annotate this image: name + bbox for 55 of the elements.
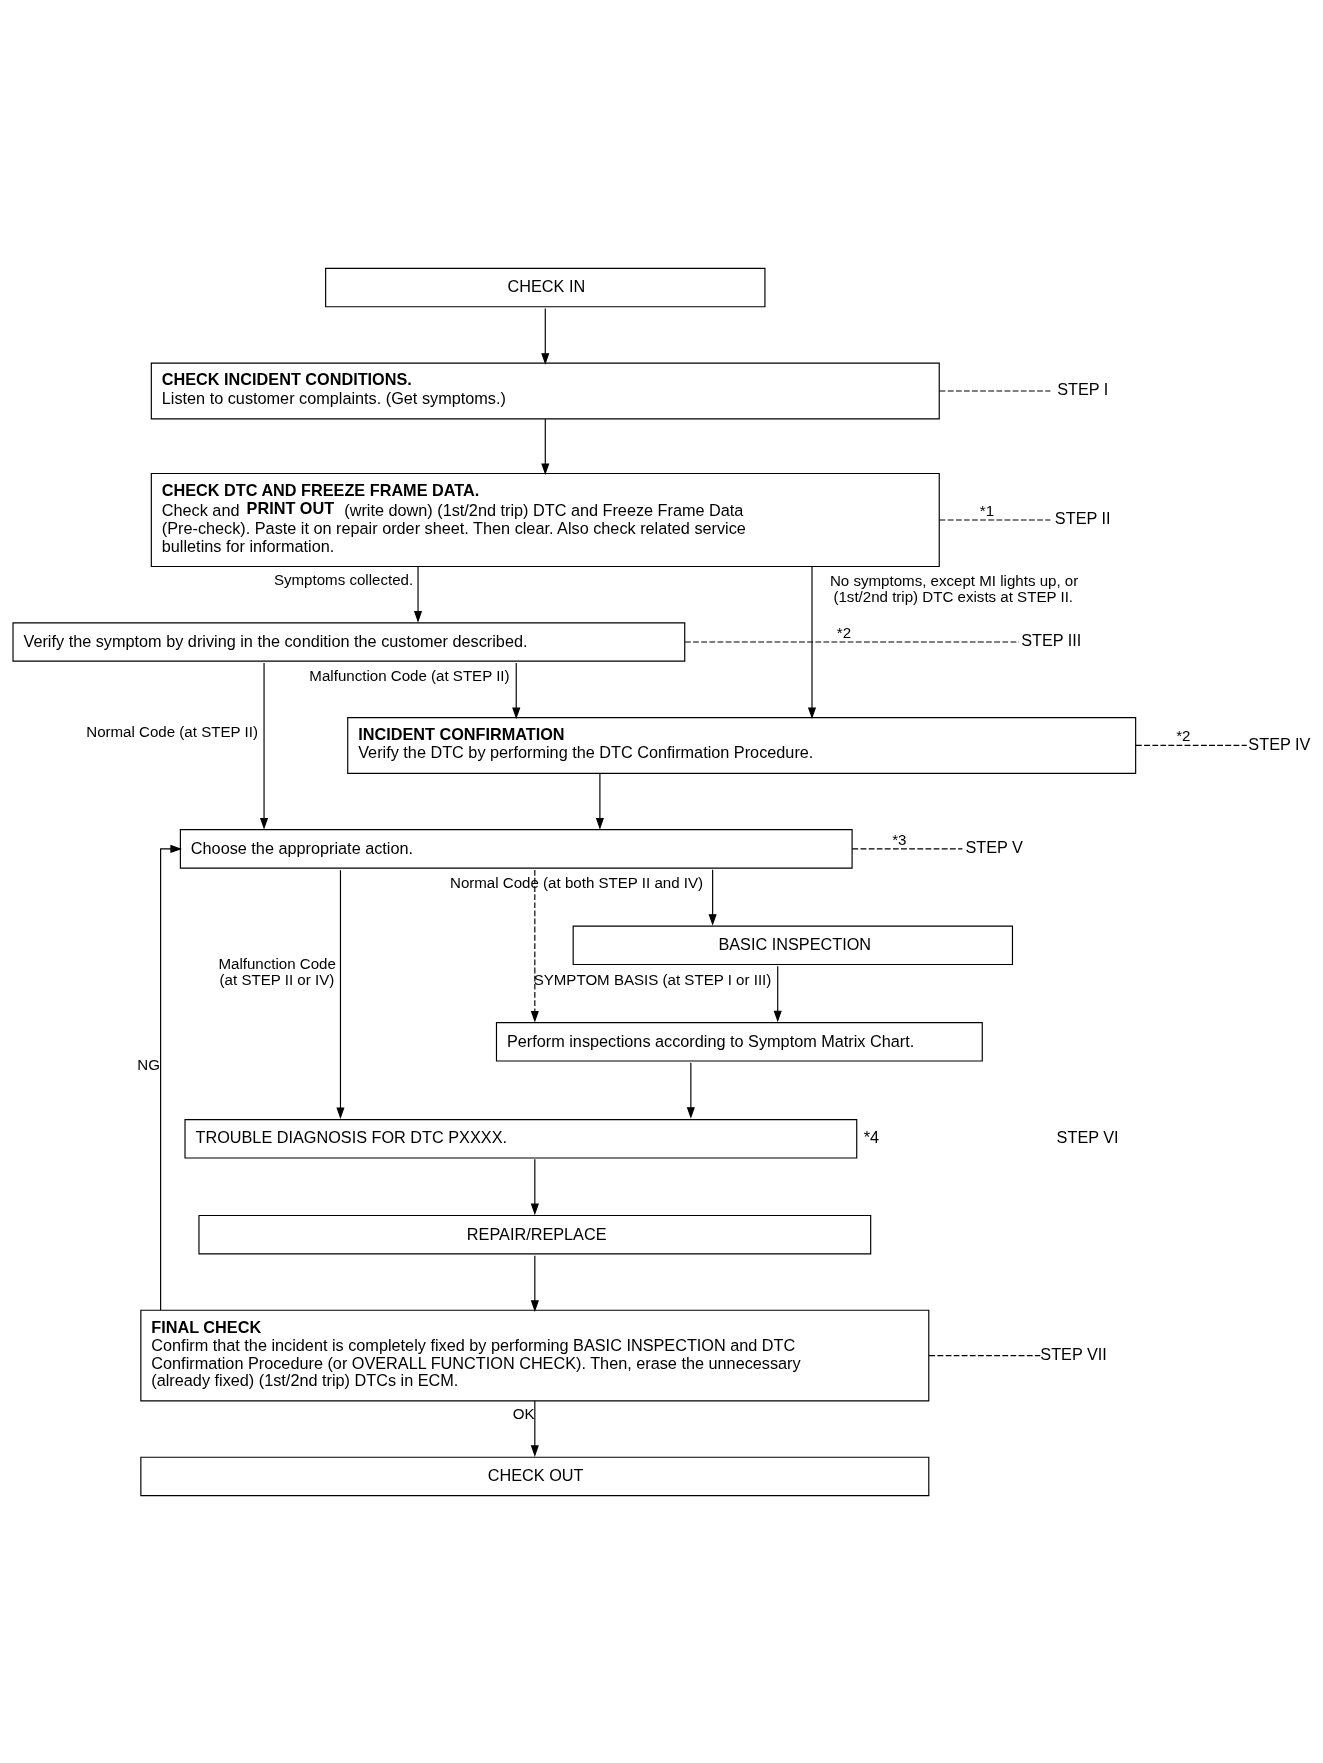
arrow: [708, 868, 717, 926]
arrow: [686, 1061, 695, 1119]
arrow: [160, 844, 182, 1311]
node-text: STEP I: [1057, 379, 1109, 398]
edge-label: OK: [512, 1404, 535, 1422]
arrow: [530, 1399, 539, 1457]
arrow: [260, 661, 269, 830]
edge-label: SYMPTOM BASIS (at STEP I or III): [533, 970, 772, 988]
node-text: STEP II: [1054, 508, 1111, 527]
node-box: FINAL CHECK Confirm that the incident is completely fixed by performing BASIC INSPECTION and DTC Confirmation Procedure (or OVERALL FUNCTION CHECK). Then, erase the unnecessary (already fixed) (1st/2nd trip) DTCs in ECM.: [140, 1309, 930, 1401]
connector: [1135, 744, 1248, 746]
arrow: [541, 417, 550, 475]
arrow: [530, 1254, 539, 1312]
node-box: Choose the appropriate action.: [179, 828, 853, 869]
edge-label: Symptoms collected.: [273, 570, 414, 588]
connector: [851, 847, 964, 849]
arrow: [541, 307, 550, 365]
node-text: STEP IV: [1248, 734, 1311, 753]
connector: [938, 389, 1051, 392]
node-box: TROUBLE DIAGNOSIS FOR DTC PXXXX.: [184, 1118, 858, 1159]
connector: [938, 518, 1051, 521]
arrow: [530, 1158, 539, 1215]
arrow: [530, 868, 539, 1023]
node-box: INCIDENT CONFIRMATION Verify the DTC by performing the DTC Confirmation Procedure.: [347, 716, 1137, 774]
arrow: [336, 869, 345, 1119]
node-box: BASIC INSPECTION: [572, 925, 1014, 965]
node-label: *4: [863, 1127, 880, 1146]
edge-label: Malfunction Code (at STEP II or IV): [218, 954, 336, 988]
node-box: CHECK IN: [325, 267, 766, 307]
connector: [684, 640, 1020, 643]
edge-label: *2: [1176, 726, 1191, 744]
node-text: STEP V: [965, 837, 1023, 856]
arrow: [595, 772, 604, 830]
node-box: REPAIR/REPLACE: [198, 1214, 872, 1254]
edge-label: Normal Code (at both STEP II and IV): [449, 873, 704, 891]
edge-label: *2: [836, 623, 852, 641]
edge-label: No symptoms, except MI lights up, or (1st/2nd trip) DTC exists at STEP II.: [829, 571, 1079, 605]
edge-label: Malfunction Code (at STEP II): [309, 666, 510, 684]
connector: [928, 1354, 1041, 1356]
node-box: Verify the symptom by driving in the condition the customer described.: [12, 621, 686, 662]
edge-label: *3: [892, 830, 907, 848]
label: STEP VI: [1056, 1127, 1119, 1146]
node-box: CHECK DTC AND FREEZE FRAME DATA. Check and PRINT OUT (write down) (1st/2nd trip) DTC and Freeze Frame Data (Pre-check). Paste it on repair order sheet. Then clear. Also check related service bulletins for information.: [150, 472, 940, 567]
node-box: Perform inspections according to Symptom Matrix Chart.: [495, 1021, 983, 1062]
edge-label: NG: [137, 1055, 161, 1073]
node-box: CHECK INCIDENT CONDITIONS. Listen to customer complaints. (Get symptoms.): [150, 362, 940, 419]
arrow: [512, 661, 521, 719]
edge-label: Normal Code (at STEP II): [86, 722, 258, 740]
node-text: STEP VII: [1040, 1344, 1107, 1363]
arrow: [413, 565, 423, 623]
node-text: STEP III: [1021, 630, 1082, 649]
edge-label: *1: [979, 501, 995, 519]
arrow: [773, 965, 782, 1022]
node-box: CHECK OUT: [140, 1456, 930, 1496]
arrow: [807, 565, 817, 719]
